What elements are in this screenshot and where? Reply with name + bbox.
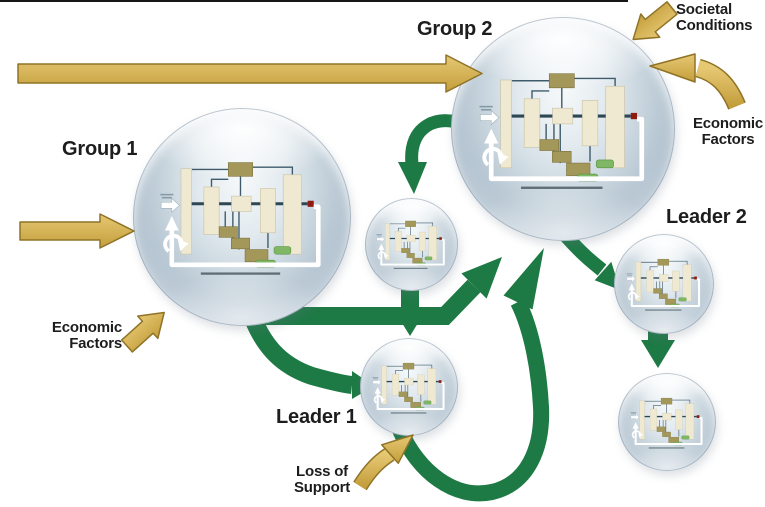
group2-label: Group 2 [417,18,493,40]
arrow-external-to-group2 [17,54,483,93]
arrow-follower-mid-to-leader1 [394,288,426,336]
leader1-label: Leader 1 [276,406,357,428]
bubble-group2 [451,17,675,241]
loss-of-support-label: Loss of Support [293,463,351,496]
bubble-follower-bottom [618,373,716,471]
arrow-group1-to-group2 [250,257,502,325]
arrow-external-to-group1 [19,213,135,249]
arrow-loss-of-support-to-leader1 [353,434,414,491]
group1-label: Group 1 [62,138,138,160]
top-border-line [0,0,628,2]
arrow-economic-factors-to-group2 [649,53,746,110]
leader2-label: Leader 2 [666,206,747,228]
economic-factors-right-label: Economic Factors [692,115,764,148]
societal-conditions-label: Societal Conditions [676,1,753,34]
arrow-leader1-loop-to-group2 [392,248,550,502]
bubble-group1 [133,108,351,326]
economic-factors-left-label: Economic Factors [51,319,122,352]
bubble-leader2 [614,234,714,334]
bubble-follower-mid [365,198,458,291]
arrow-economic-factors-to-group1 [120,311,165,353]
bubble-leader1 [360,338,458,436]
arrow-societal-conditions-to-group2 [632,1,678,41]
